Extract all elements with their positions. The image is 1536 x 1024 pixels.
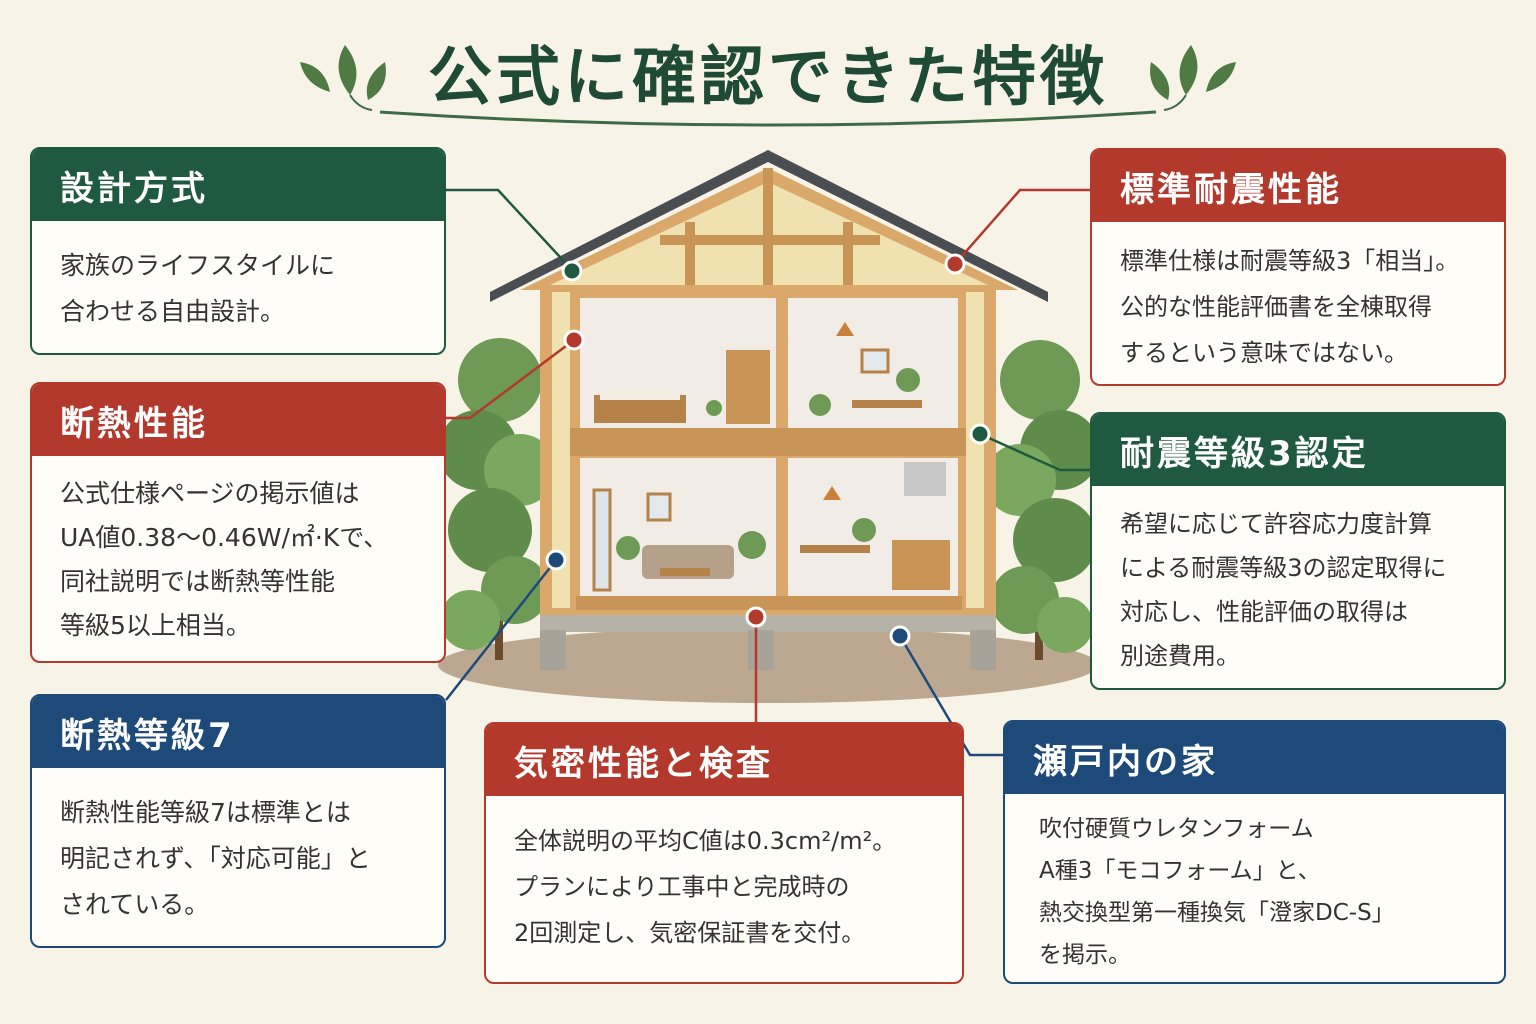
left-leaf-icon [300, 45, 386, 111]
card-seismic-grade3-line: による耐震等級3の認定取得に [1120, 554, 1447, 582]
card-insulation-line: 同社説明では断熱等性能 [60, 567, 336, 596]
card-insulation-grade7-heading: 断熱等級7 [32, 696, 444, 768]
card-setouchi-heading: 瀬戸内の家 [1005, 722, 1504, 794]
card-design-line: 家族のライフスタイルに [60, 251, 336, 280]
foundation-pier [748, 630, 774, 670]
card-design-body: 家族のライフスタイルに 合わせる自由設計。 [32, 221, 444, 345]
card-setouchi-line: を掲示。 [1039, 942, 1131, 968]
foundation-pier [540, 630, 566, 670]
card-seismic-grade3: 耐震等級3認定 希望に応じて許容応力度計算 による耐震等級3の認定取得に 対応し… [1090, 412, 1506, 690]
page-title: 公式に確認できた特徴 [428, 41, 1108, 115]
card-setouchi-body: 吹付硬質ウレタンフォーム A種3「モコフォーム」と、 熱交換型第一種換気「澄家D… [1005, 794, 1504, 982]
card-insulation-grade7-line: 断熱性能等級7は標準とは [60, 798, 351, 827]
card-insulation: 断熱性能 公式仕様ページの掲示値は UA値0.38〜0.46W/㎡·Kで、 同社… [30, 382, 446, 663]
card-airtight-heading: 気密性能と検査 [486, 724, 962, 796]
card-insulation-grade7-body: 断熱性能等級7は標準とは 明記されず、「対応可能」と されている。 [32, 768, 444, 938]
foundation-pier [970, 630, 996, 670]
card-setouchi-line: A種3「モコフォーム」と、 [1039, 858, 1321, 884]
tree-left-icon [438, 338, 556, 660]
card-airtight: 気密性能と検査 全体説明の平均C値は0.3cm²/m²。 プランにより工事中と完… [484, 722, 964, 984]
card-seismic-grade3-line: 対応し、性能評価の取得は [1120, 598, 1408, 626]
second-floor-beam [570, 428, 966, 456]
card-airtight-line: 全体説明の平均C値は0.3cm²/m²。 [514, 827, 897, 855]
card-insulation-line: 公式仕様ページの掲示値は [60, 479, 360, 508]
card-seismic-standard-heading: 標準耐震性能 [1092, 150, 1504, 222]
title-banner: 公式に確認できた特徴 [0, 0, 1536, 130]
card-setouchi-line: 吹付硬質ウレタンフォーム [1039, 816, 1314, 842]
card-insulation-line: UA値0.38〜0.46W/㎡·Kで、 [60, 523, 389, 552]
card-seismic-grade3-line: 希望に応じて許容応力度計算 [1120, 510, 1432, 538]
right-leaf-icon [1150, 45, 1236, 111]
card-insulation-grade7-line: 明記されず、「対応可能」と [60, 844, 371, 873]
ground-floor [576, 596, 962, 610]
card-setouchi: 瀬戸内の家 吹付硬質ウレタンフォーム A種3「モコフォーム」と、 熱交換型第一種… [1003, 720, 1506, 984]
wall-insulation-right [966, 292, 984, 608]
card-seismic-standard-line: 標準仕様は耐震等級3「相当」。 [1120, 247, 1460, 275]
title-ornament [300, 45, 1236, 127]
card-seismic-standard-body: 標準仕様は耐震等級3「相当」。 公的な性能評価書を全棟取得 するという意味ではな… [1092, 222, 1504, 384]
card-seismic-standard-line: 公的な性能評価書を全棟取得 [1120, 293, 1432, 321]
card-airtight-line: 2回測定し、気密保証書を交付。 [514, 919, 866, 947]
foundation-slab [540, 612, 996, 632]
callout-lines [445, 188, 1090, 757]
card-setouchi-line: 熱交換型第一種換気「澄家DC-S」 [1039, 900, 1395, 926]
card-seismic-standard-line: するという意味ではない。 [1120, 339, 1408, 367]
card-design-line: 合わせる自由設計。 [60, 297, 286, 326]
card-insulation-grade7: 断熱等級7 断熱性能等級7は標準とは 明記されず、「対応可能」と されている。 [30, 694, 446, 948]
card-seismic-grade3-heading: 耐震等級3認定 [1092, 414, 1504, 486]
card-design: 設計方式 家族のライフスタイルに 合わせる自由設計。 [30, 147, 446, 355]
card-insulation-line: 等級5以上相当。 [60, 611, 251, 640]
card-airtight-body: 全体説明の平均C値は0.3cm²/m²。 プランにより工事中と完成時の 2回測定… [486, 796, 962, 966]
card-insulation-grade7-line: されている。 [60, 890, 210, 919]
card-seismic-grade3-body: 希望に応じて許容応力度計算 による耐震等級3の認定取得に 対応し、性能評価の取得… [1092, 486, 1504, 688]
card-seismic-grade3-line: 別途費用。 [1120, 642, 1240, 670]
card-design-heading: 設計方式 [32, 149, 444, 221]
wall-insulation-left [552, 292, 570, 608]
card-insulation-heading: 断熱性能 [32, 384, 444, 456]
card-airtight-line: プランにより工事中と完成時の [514, 873, 850, 901]
tree-right-icon [984, 340, 1100, 660]
card-insulation-body: 公式仕様ページの掲示値は UA値0.38〜0.46W/㎡·Kで、 同社説明では断… [32, 456, 444, 658]
callout-dots [545, 253, 991, 647]
card-seismic-standard: 標準耐震性能 標準仕様は耐震等級3「相当」。 公的な性能評価書を全棟取得 すると… [1090, 148, 1506, 386]
